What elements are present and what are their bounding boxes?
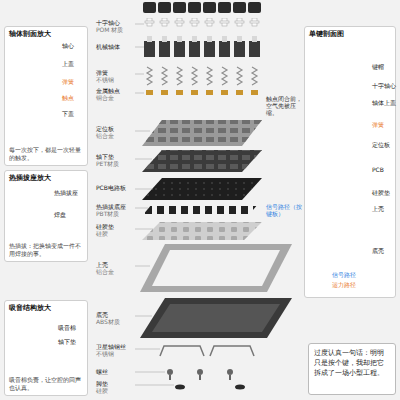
part-label: 上壳: [96, 262, 108, 269]
panel-heading: 单键剖面图: [305, 27, 395, 38]
part-label: PCB: [372, 167, 384, 174]
part-label: 弹簧: [62, 79, 74, 86]
part-label: 不锈钢: [96, 351, 114, 358]
part-label: 定位板: [96, 126, 114, 133]
key-section: [312, 60, 367, 289]
part-label: 十字轴心: [96, 20, 120, 27]
panel-caption: 热插拔：把换轴变成一件不用焊接的事。: [9, 242, 83, 258]
callout-note: 触点闭合前，空气先被压缩。: [266, 96, 302, 117]
part-label: 下盖: [62, 111, 74, 118]
detail-panel: 吸音结构放大吸音棉负责，让空腔的回声也认真。: [4, 300, 88, 396]
part-label: 轴心: [62, 43, 74, 50]
part-label: 脚垫: [96, 381, 108, 388]
switch-section: [14, 40, 52, 132]
part-label: ABS材质: [96, 319, 120, 326]
part-label: 不锈钢: [96, 77, 114, 84]
part-label: 焊盘: [54, 212, 66, 219]
panel-heading: 热插拔座放大: [5, 171, 87, 182]
part-label: 螺丝: [96, 369, 108, 376]
part-label: 十字轴心: [372, 83, 396, 90]
callout-note: 信号路径: [332, 272, 356, 279]
part-label: PBT材质: [96, 211, 119, 218]
part-label: 硅胶垫: [372, 190, 390, 197]
part-label: 轴下垫: [58, 339, 76, 346]
part-label: 轴下垫: [96, 154, 114, 161]
part-label: 键帽: [372, 64, 384, 71]
part-label: PET材质: [96, 161, 119, 168]
part-label: 弹簧: [372, 122, 384, 129]
part-label: 定位板: [372, 142, 390, 149]
part-label: 铜合金: [96, 95, 114, 102]
part-label: 上壳: [372, 206, 384, 213]
hotswap-socket: [14, 188, 46, 220]
part-label: 轴体上盖: [372, 100, 396, 107]
part-label: 金属触点: [96, 88, 120, 95]
part-label: 热插拔座: [54, 190, 78, 197]
part-label: 硅胶垫: [96, 224, 114, 231]
detail-panel: 热插拔座放大热插拔：把换轴变成一件不用焊接的事。: [4, 170, 88, 262]
part-label: 铝合金: [96, 133, 114, 140]
panel-caption: 每一次按下，都是一次轻量的触发。: [9, 146, 83, 162]
part-label: 吸音棉: [58, 325, 76, 332]
part-label: 卫星轴钢丝: [96, 344, 126, 351]
detail-panel: 轴体剖面放大每一次按下，都是一次轻量的触发。: [4, 26, 88, 166]
part-label: POM 材质: [96, 27, 123, 34]
part-label: 弹簧: [96, 70, 108, 77]
part-label: 硅胶: [96, 388, 108, 395]
panel-heading: 吸音结构放大: [5, 301, 87, 312]
panel-heading: 轴体剖面放大: [5, 27, 87, 38]
part-label: PCB电路板: [96, 185, 126, 192]
panel-heading: 过度认真一句话：明明只是按个键，我却把它拆成了一场小型工程。: [309, 344, 395, 382]
part-label: 机械轴体: [96, 44, 120, 51]
exploded-layers: [140, 2, 292, 390]
part-label: 触点: [62, 95, 74, 102]
part-label: 运力路径: [332, 282, 356, 289]
part-label: 铝合金: [96, 269, 114, 276]
note-box: 过度认真一句话：明明只是按个键，我却把它拆成了一场小型工程。: [308, 343, 396, 395]
callout-note: 信号路径（按键板）: [266, 204, 302, 218]
part-label: 硅胶: [96, 231, 108, 238]
part-label: 底壳: [372, 248, 384, 255]
part-label: 底壳: [96, 312, 108, 319]
part-label: 热插拔底座: [96, 204, 126, 211]
panel-caption: 吸音棉负责，让空腔的回声也认真。: [9, 376, 83, 392]
part-label: 上盖: [62, 61, 74, 68]
foam-stack: [12, 318, 52, 346]
